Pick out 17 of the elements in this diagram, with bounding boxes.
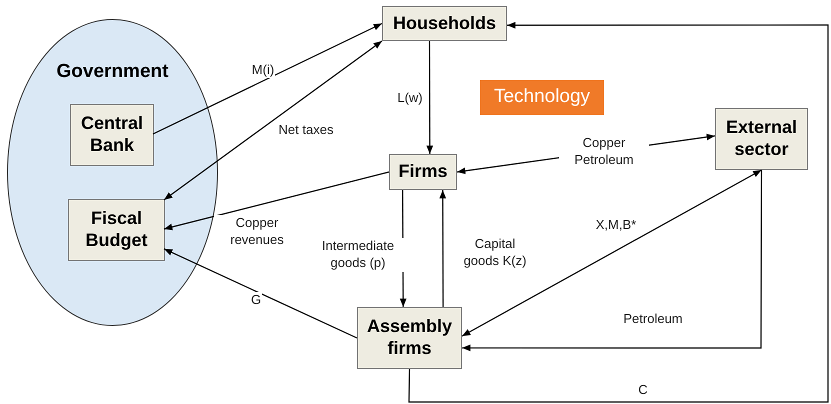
arrow bbox=[152, 22, 382, 135]
edge-label: M(i) bbox=[250, 62, 276, 78]
process-box: Assembly firms bbox=[357, 307, 462, 369]
process-box: Fiscal Budget bbox=[68, 199, 165, 261]
arrow bbox=[164, 171, 390, 230]
group-title: Government bbox=[56, 60, 170, 84]
process-box: Firms bbox=[389, 154, 457, 190]
edge-label: L(w) bbox=[396, 90, 424, 106]
process-box: External sector bbox=[715, 108, 808, 170]
arrow bbox=[408, 22, 829, 403]
technology-box: Technology bbox=[480, 80, 604, 115]
arrow bbox=[439, 190, 446, 307]
process-box: Households bbox=[382, 6, 507, 41]
arrow bbox=[426, 41, 434, 154]
arrow bbox=[164, 40, 382, 200]
arrow bbox=[164, 248, 358, 339]
process-box: Central Bank bbox=[70, 104, 154, 166]
